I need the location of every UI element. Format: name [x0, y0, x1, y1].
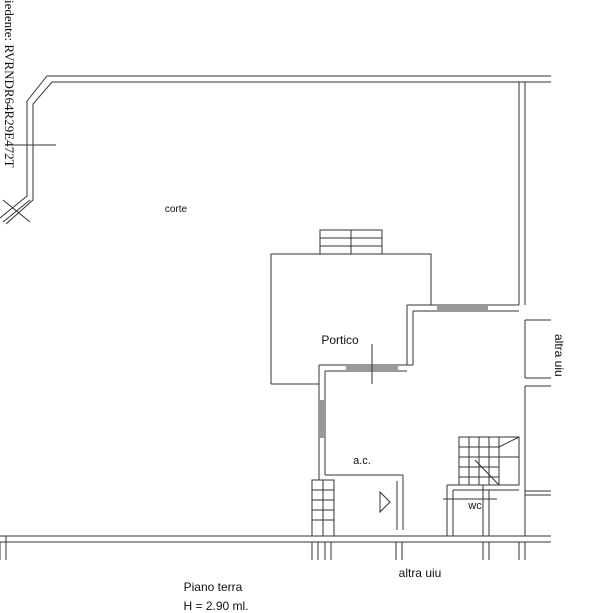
label-ac: a.c. — [353, 455, 371, 467]
label-corte: corte — [165, 204, 188, 215]
label-altra-uiu-bottom: altra uiu — [399, 566, 442, 580]
label-portico: Portico — [321, 333, 359, 347]
plan-walls — [0, 75, 551, 560]
label-altra-uiu-right: altra uiu — [552, 334, 566, 377]
label-wc: wc — [467, 500, 482, 512]
footer-height: H = 2.90 ml. — [183, 599, 248, 613]
footer-floor: Piano terra — [184, 580, 243, 594]
